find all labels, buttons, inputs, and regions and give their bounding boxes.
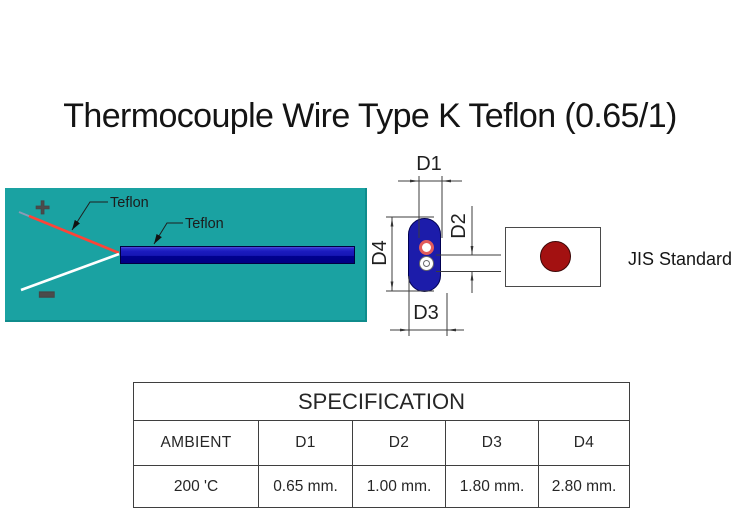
teflon-label-positive-wire: Teflon — [110, 195, 149, 211]
table-header-d1: D1 — [258, 420, 353, 466]
positive-polarity-symbol: + — [35, 192, 51, 222]
negative-conductor-core — [423, 260, 430, 267]
spec-table: SPECIFICATION AMBIENT D1 D2 D3 D4 200 'C… — [132, 382, 631, 508]
cross-section-body — [408, 218, 441, 292]
page-title: Thermocouple Wire Type K Teflon (0.65/1) — [63, 97, 677, 135]
positive-conductor-circle — [419, 240, 434, 255]
table-header-ambient: AMBIENT — [133, 420, 259, 466]
jis-standard-label: JIS Standard — [628, 249, 733, 269]
japan-flag — [505, 227, 601, 287]
cable-jacket-bar — [120, 246, 355, 264]
teflon-label-jacket: Teflon — [185, 216, 224, 232]
negative-conductor-circle — [419, 256, 434, 271]
table-cell-ambient: 200 'C — [133, 465, 259, 508]
table-row: 200 'C 0.65 mm. 1.00 mm. 1.80 mm. 2.80 m… — [133, 465, 631, 508]
table-cell-d3: 1.80 mm. — [445, 465, 539, 508]
table-header-d2: D2 — [352, 420, 446, 466]
table-header-d3: D3 — [445, 420, 539, 466]
table-cell-d2: 1.00 mm. — [352, 465, 446, 508]
table-row: SPECIFICATION — [132, 382, 631, 421]
spec-table-container: SPECIFICATION AMBIENT D1 D2 D3 D4 200 'C… — [132, 382, 631, 508]
dim-label-d3: D3 — [413, 302, 439, 324]
table-row: AMBIENT D1 D2 D3 D4 — [133, 420, 631, 466]
table-cell-d1: 0.65 mm. — [258, 465, 353, 508]
japan-flag-circle — [540, 241, 571, 272]
table-cell-d4: 2.80 mm. — [537, 465, 631, 508]
dim-label-d4: D4 — [369, 240, 391, 266]
table-header-d4: D4 — [537, 420, 631, 466]
negative-polarity-symbol: − — [38, 269, 56, 321]
dim-label-d1: D1 — [416, 153, 442, 175]
spec-table-title: SPECIFICATION — [132, 382, 631, 421]
dim-label-d2: D2 — [448, 213, 470, 239]
